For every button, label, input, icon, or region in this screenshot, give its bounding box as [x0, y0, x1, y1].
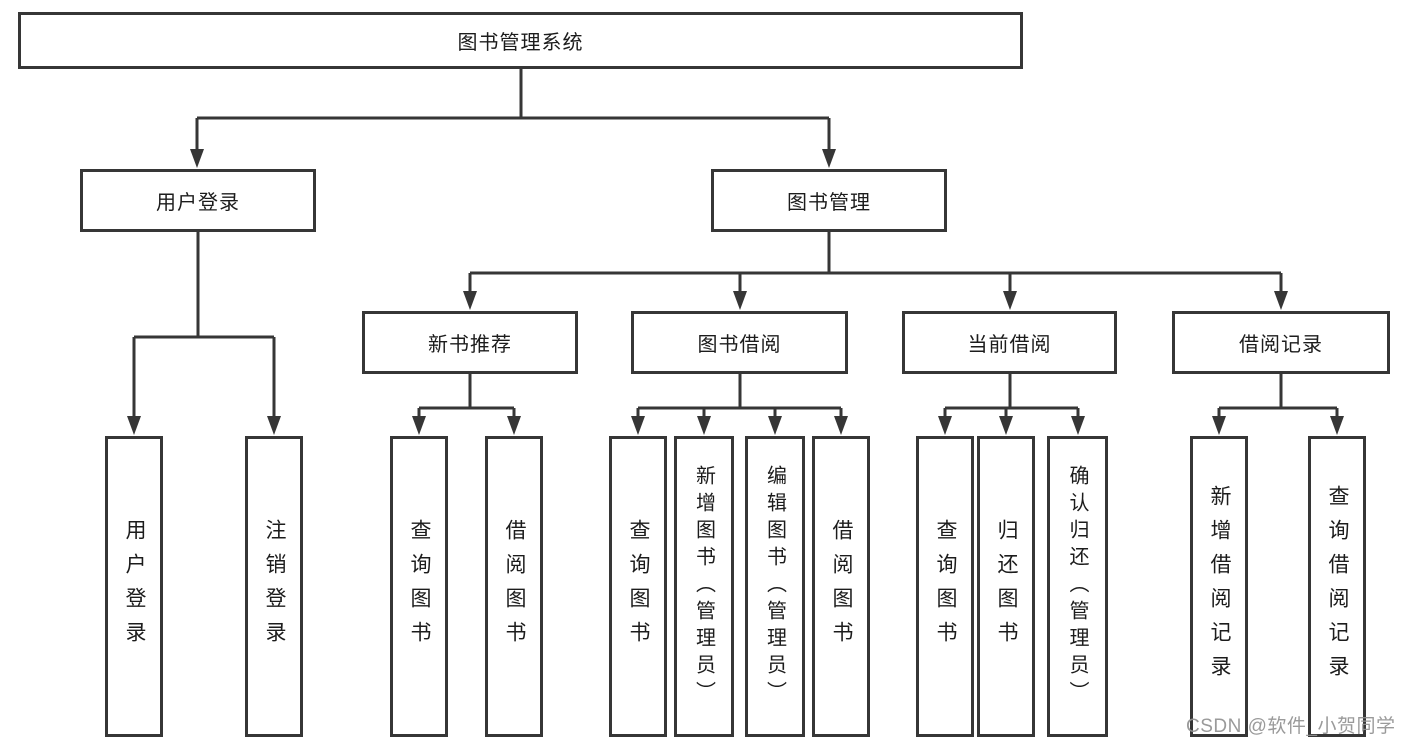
- node-leaf-query-books: 查询图书: [609, 436, 667, 737]
- node-label: 图书管理: [787, 192, 871, 214]
- node-label: 确认归还（管理员）: [1066, 465, 1088, 708]
- node-new-book-recommend: 新书推荐: [362, 311, 578, 374]
- node-label: 借阅记录: [1239, 334, 1323, 356]
- node-current-borrowing: 当前借阅: [902, 311, 1117, 374]
- node-label: 查询图书: [934, 518, 957, 655]
- node-leaf-confirm-return-admin: 确认归还（管理员）: [1047, 436, 1108, 737]
- node-leaf-query-books: 查询图书: [390, 436, 448, 737]
- node-leaf-add-borrow-record: 新增借阅记录: [1190, 436, 1248, 737]
- node-label: 查询图书: [627, 518, 650, 655]
- node-label: 当前借阅: [967, 334, 1052, 356]
- csdn-watermark: CSDN @软件_小贺同学: [1186, 716, 1396, 737]
- connector-new-book-rec-to-leaves: [417, 373, 516, 417]
- node-leaf-logout: 注销登录: [245, 436, 303, 737]
- node-label: 新增借阅记录: [1208, 484, 1231, 689]
- node-leaf-user-login: 用户登录: [105, 436, 163, 737]
- node-library-management-system: 图书管理系统: [18, 12, 1023, 69]
- node-book-management: 图书管理: [711, 169, 947, 232]
- node-label: 借阅图书: [830, 518, 853, 655]
- node-borrowing-records: 借阅记录: [1172, 311, 1390, 374]
- node-leaf-query-borrow-record: 查询借阅记录: [1308, 436, 1366, 737]
- node-leaf-query-books: 查询图书: [916, 436, 974, 737]
- node-label: 新增图书（管理员）: [692, 465, 715, 708]
- node-label: 新书推荐: [428, 334, 512, 356]
- node-label: 查询借阅记录: [1326, 484, 1349, 689]
- node-label: 图书借阅: [697, 334, 782, 356]
- node-book-borrowing: 图书借阅: [631, 311, 848, 374]
- node-label: 借阅图书: [503, 518, 526, 655]
- connector-user-login-to-leaves: [132, 231, 276, 417]
- node-label: 图书管理系统: [457, 32, 584, 54]
- node-leaf-add-books-admin: 新增图书（管理员）: [674, 436, 734, 737]
- node-leaf-borrow-books: 借阅图书: [485, 436, 543, 737]
- node-label: 编辑图书（管理员）: [763, 465, 786, 708]
- node-label: 查询图书: [408, 518, 431, 655]
- node-user-login: 用户登录: [80, 169, 316, 232]
- connector-book-borrow-to-leaves: [636, 373, 843, 417]
- node-label: 用户登录: [156, 192, 240, 214]
- node-label: 用户登录: [123, 518, 146, 655]
- node-label: 归还图书: [995, 518, 1018, 655]
- node-leaf-borrow-books: 借阅图书: [812, 436, 870, 737]
- connector-book-mgmt-to-level3: [468, 231, 1283, 292]
- node-leaf-edit-books-admin: 编辑图书（管理员）: [745, 436, 805, 737]
- connector-root-to-level2: [195, 67, 831, 150]
- node-label: 注销登录: [263, 518, 286, 655]
- node-leaf-return-books: 归还图书: [977, 436, 1035, 737]
- connector-borrow-records-to-leaves: [1217, 373, 1339, 417]
- connector-current-borrow-to-leaves: [943, 373, 1080, 417]
